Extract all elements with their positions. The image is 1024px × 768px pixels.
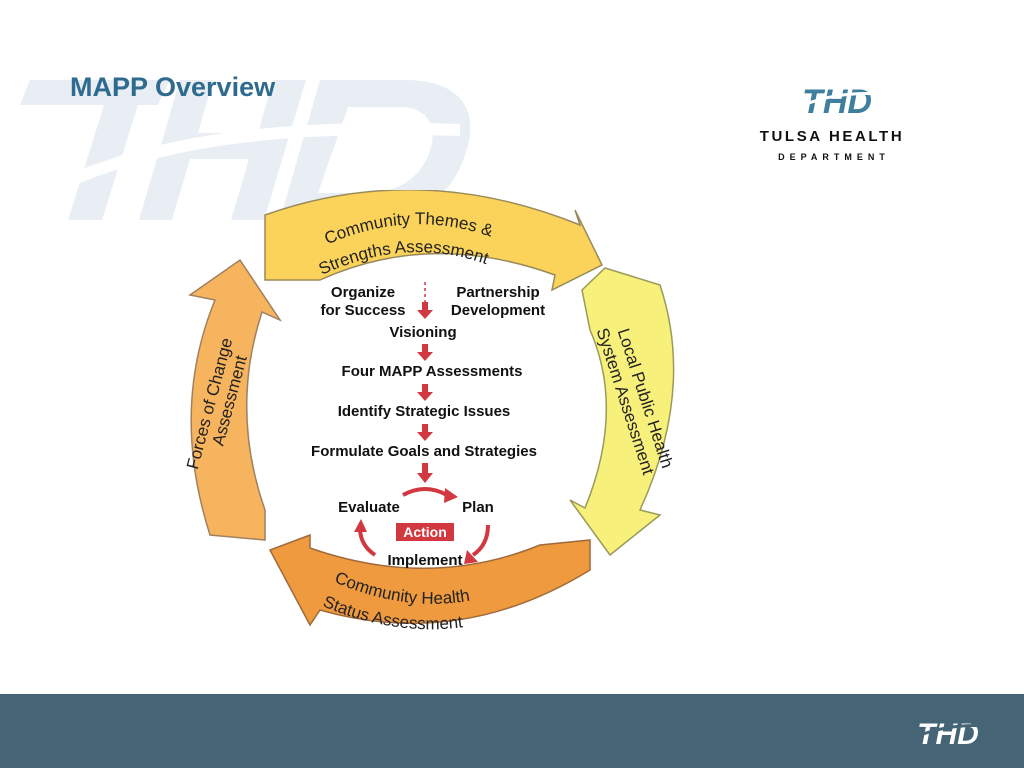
cycle-arc-right — [471, 524, 490, 557]
cycle-arc-top — [402, 487, 448, 497]
flow-arrow-2 — [417, 344, 433, 361]
phase-organize-1: Organize — [331, 284, 395, 301]
top-cycle-arrow — [264, 190, 604, 292]
logo-name: TULSA HEALTH — [759, 128, 905, 145]
tulsa-health-logo: THD TULSA HEALTH DEPARTMENT — [752, 82, 912, 166]
cycle-arc-left — [358, 527, 377, 557]
action-evaluate: Evaluate — [338, 499, 400, 516]
mapp-diagram: Community Themes & Strengths Assessment … — [183, 190, 677, 633]
action-badge-label: Action — [403, 524, 447, 540]
flow-arrow-5 — [417, 463, 433, 483]
action-badge — [396, 523, 454, 541]
phase-strategic-issues: Identify Strategic Issues — [338, 403, 511, 420]
phase-partnership-2: Development — [451, 302, 545, 319]
flow-arrow-4 — [417, 424, 433, 441]
action-plan: Plan — [462, 499, 494, 516]
footer-bar: THD — [0, 694, 1024, 768]
phase-organize-2: for Success — [320, 302, 405, 319]
action-implement: Implement — [387, 552, 462, 569]
phase-assessments: Four MAPP Assessments — [342, 363, 523, 380]
footer-thd-logo: THD — [907, 718, 989, 750]
left-cycle-arrow — [188, 258, 283, 541]
flow-arrow-3 — [417, 384, 433, 401]
bottom-cycle-arrow — [268, 533, 591, 627]
thd-watermark-logo — [20, 80, 470, 220]
flow-arrow-1 — [417, 302, 433, 319]
thd-logo-mark: THD — [793, 83, 881, 118]
phase-goals-strategies: Formulate Goals and Strategies — [311, 443, 537, 460]
phase-partnership-1: Partnership — [456, 284, 539, 301]
slide-title: MAPP Overview — [70, 72, 276, 102]
right-cycle-arrow — [569, 267, 675, 557]
phase-visioning: Visioning — [389, 324, 456, 341]
logo-subtitle: DEPARTMENT — [778, 152, 890, 162]
